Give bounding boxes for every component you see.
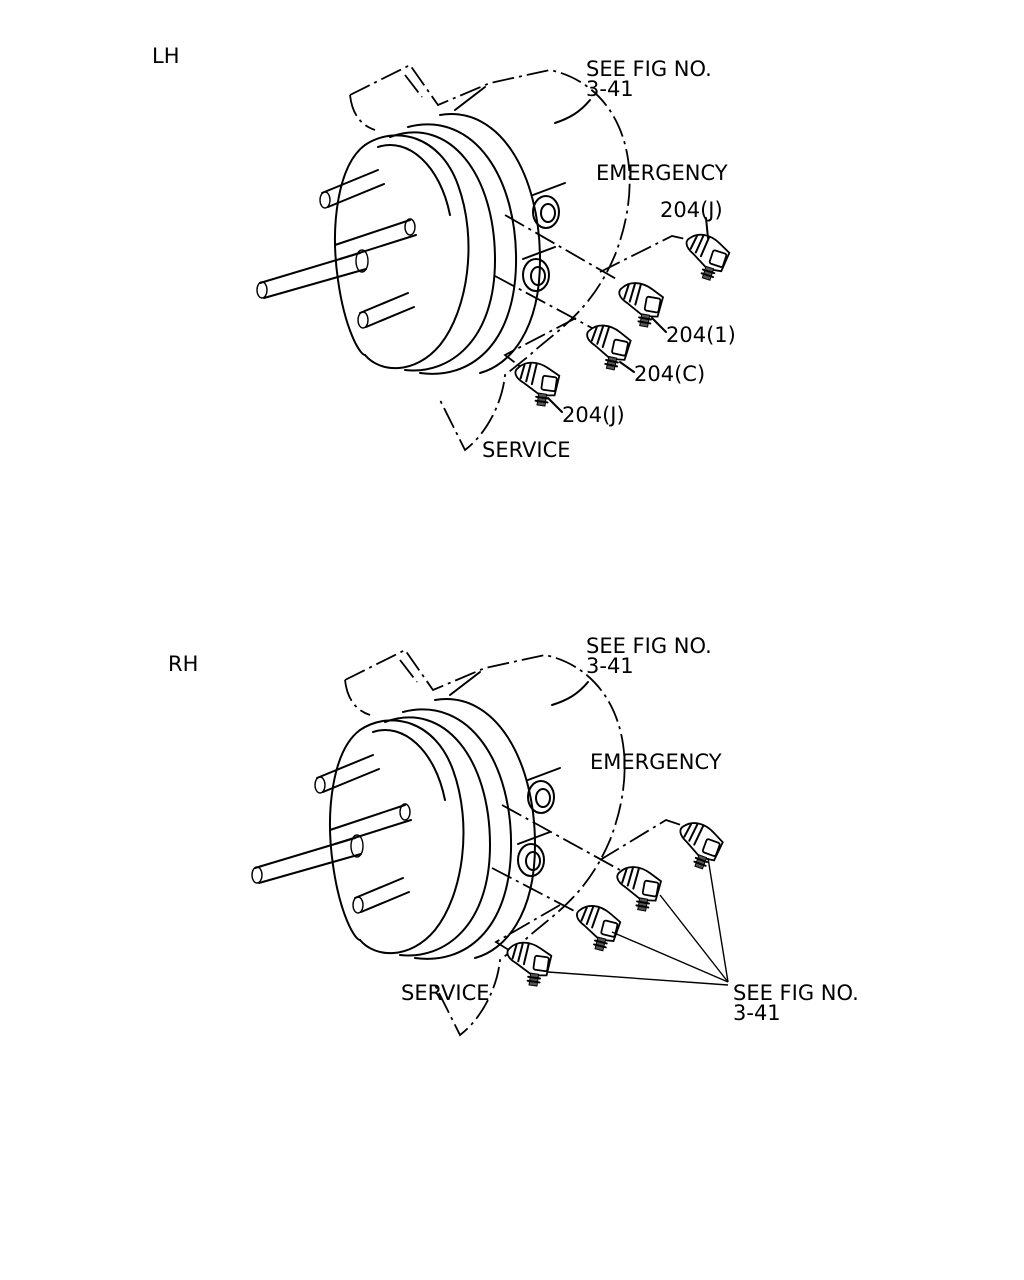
lh-emergency-label: EMERGENCY: [596, 161, 728, 185]
lh-view-title: LH: [152, 44, 180, 68]
rh-service-label: SERVICE: [401, 981, 490, 1005]
lh-callout-204j-service: 204(J): [562, 403, 625, 427]
rh-see-fig-line1: SEE FIG NO.: [586, 634, 712, 658]
rh-service-line: [491, 867, 583, 916]
lh-brake-chamber: [256, 64, 631, 451]
rh-fitting-service-elbow: [502, 939, 554, 989]
lh-see-fig-line2: 3-41: [586, 77, 634, 101]
rh-see-fig-fittings-line1: SEE FIG NO.: [733, 981, 859, 1005]
lh-callout-leader-4: [547, 397, 563, 413]
rh-see-fig-line2: 3-41: [586, 654, 634, 678]
rh-fitting-emergency-elbow: [611, 863, 664, 914]
lh-see-fig-leader: [554, 99, 591, 124]
lh-callout-204-1: 204(1): [666, 323, 736, 347]
lh-callout-leader-1: [705, 217, 709, 239]
lh-view: LH SEE FIG NO. 3-41 EMERGENCY 204(J) 204…: [152, 44, 736, 462]
rh-fitting-leader-4: [547, 971, 729, 986]
lh-emergency-line: [504, 214, 619, 281]
lh-callout-204j-emergency: 204(J): [660, 198, 723, 222]
rh-fitting-service-tee: [568, 901, 624, 955]
lh-fitting-204j-emergency: [676, 229, 734, 285]
rh-emergency-label: EMERGENCY: [590, 750, 722, 774]
rh-emergency-line: [501, 804, 621, 871]
lh-service-line: [494, 275, 593, 329]
rh-view: RH SEE FIG NO. 3-41 EMERGENCY SEE FIG NO…: [168, 634, 859, 1036]
rh-see-fig-fittings-line2: 3-41: [733, 1001, 781, 1025]
lh-fitting-204j-service: [510, 359, 562, 409]
rh-fitting-leader-3: [611, 931, 729, 983]
lh-service-label: SERVICE: [482, 438, 571, 462]
rh-fitting-emergency-tee: [669, 817, 728, 874]
lh-fitting-204-1: [613, 279, 666, 330]
rh-fitting-leader-1: [707, 857, 729, 983]
rh-emergency-branch: [599, 819, 685, 861]
lh-callout-204c: 204(C): [634, 362, 705, 386]
lh-callout-leader-3: [619, 361, 635, 373]
lh-see-fig-line1: SEE FIG NO.: [586, 57, 712, 81]
rh-view-title: RH: [168, 652, 198, 676]
rh-fitting-leader-2: [659, 894, 729, 983]
rh-see-fig-leader: [551, 681, 589, 706]
lh-callout-leader-2: [651, 317, 667, 333]
rh-service-branch: [494, 904, 561, 953]
lh-service-branch: [503, 317, 577, 369]
lh-emergency-branch: [599, 235, 691, 273]
